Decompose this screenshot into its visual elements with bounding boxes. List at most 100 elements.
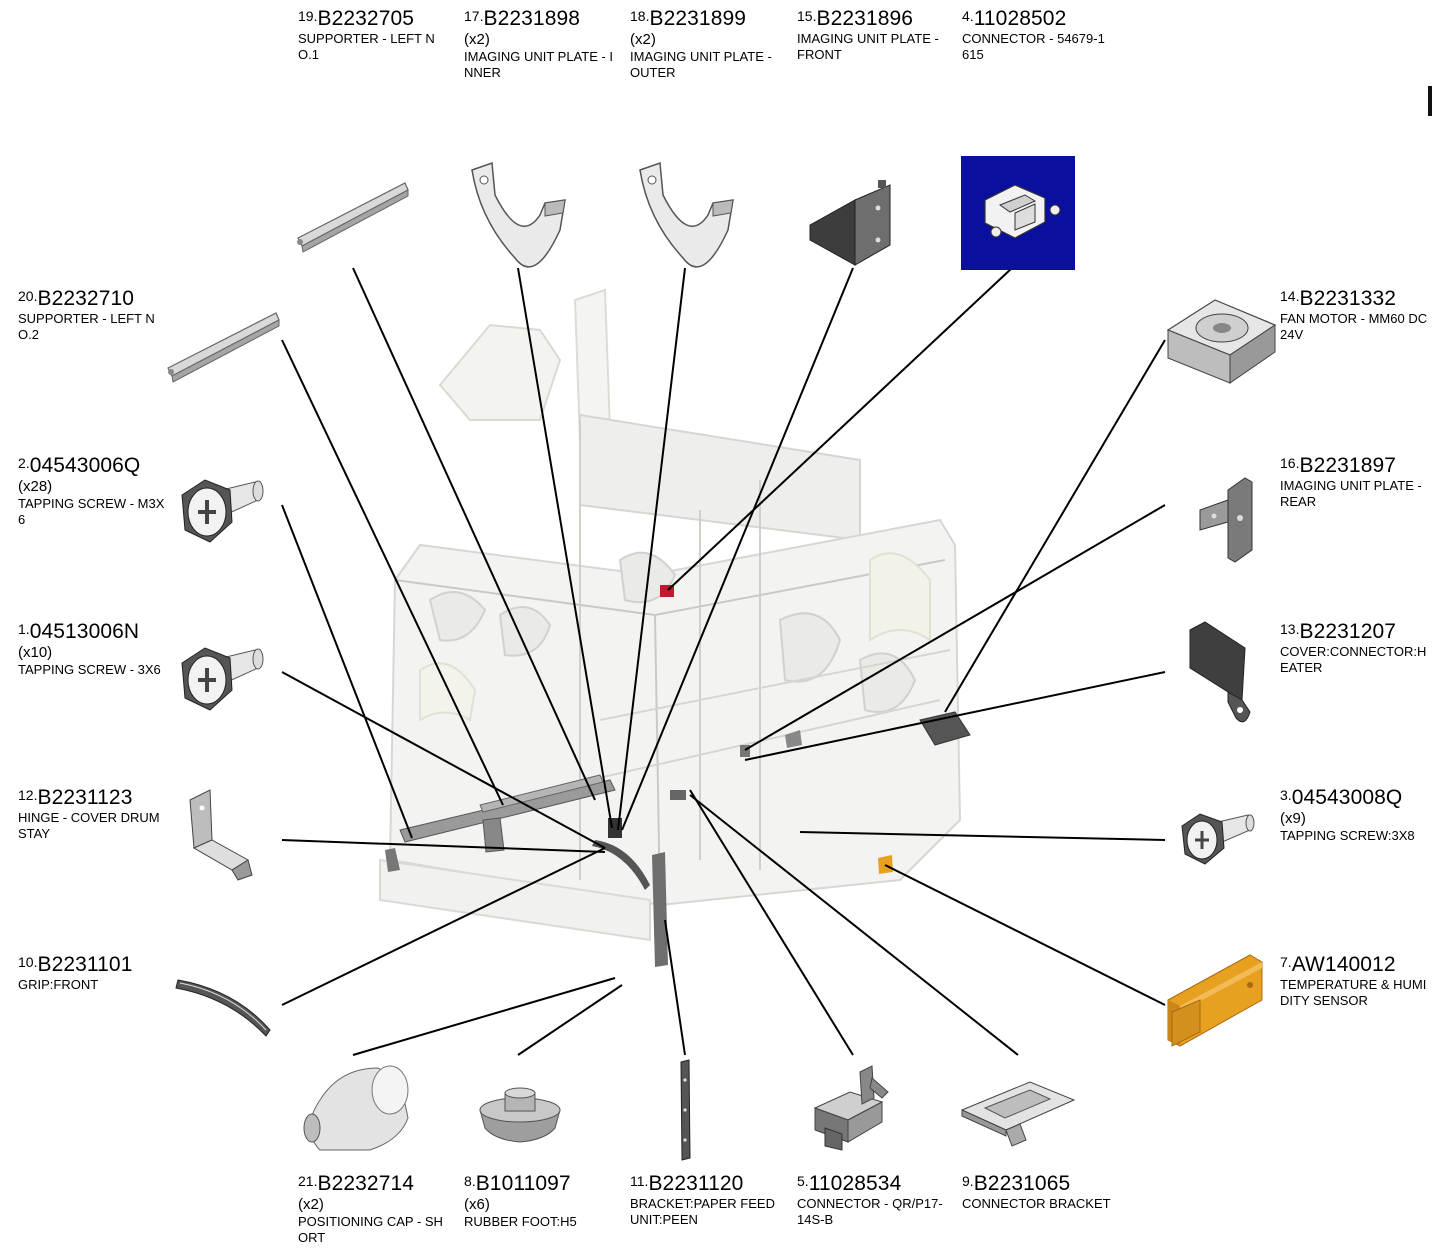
part-description: SUPPORTER - LEFT NO.1 [298, 31, 435, 62]
part-index: 3. [1280, 787, 1292, 803]
part-label-8: 8.B1011097 (x6) RUBBER FOOT:H5 [464, 1173, 614, 1230]
connector-thumbnail-icon [961, 156, 1075, 270]
part-number: B2231065 [973, 1172, 1071, 1195]
part-quantity: (x28) [18, 478, 53, 495]
grip-icon [175, 979, 271, 1037]
part-number: B2231123 [37, 786, 133, 809]
rubber-foot-icon [479, 1087, 561, 1143]
sensor-icon [1167, 954, 1263, 1047]
part-index: 4. [962, 8, 974, 24]
part-label-2: 2.04543006Q (x28) TAPPING SCREW - M3X6 [18, 455, 166, 528]
part-description: IMAGING UNIT PLATE - FRONT [797, 31, 939, 62]
u-plate-icon [639, 161, 734, 268]
assembly-highlighted-parts [385, 585, 971, 967]
part-index: 11. [630, 1173, 649, 1189]
part-label-18: 18.B2231899 (x2) IMAGING UNIT PLATE - OU… [630, 8, 780, 81]
part-index: 12. [18, 787, 38, 803]
supporter-bar-icon [297, 182, 409, 253]
part-index: 2. [18, 455, 30, 471]
part-quantity: (x6) [464, 1196, 490, 1213]
part-index: 18. [630, 8, 650, 24]
part-number: 11028534 [808, 1172, 902, 1195]
part-label-11: 11.B2231120 BRACKET:PAPER FEED UNIT:PEEN [630, 1173, 780, 1228]
part-index: 7. [1280, 954, 1292, 970]
part-label-9: 9.B2231065 CONNECTOR BRACKET [962, 1173, 1112, 1212]
part-number: AW140012 [1291, 953, 1396, 976]
part-index: 8. [464, 1173, 476, 1189]
part-index: 5. [797, 1173, 809, 1189]
part-description: HINGE - COVER DRUM STAY [18, 810, 160, 841]
part-index: 19. [298, 8, 318, 24]
part-description: TAPPING SCREW - 3X6 [18, 662, 161, 677]
part-number: 11028502 [973, 7, 1067, 30]
part-index: 17. [464, 8, 484, 24]
part-description: POSITIONING CAP - SHORT [298, 1214, 443, 1245]
part-description: GRIP:FRONT [18, 977, 99, 992]
part-description: CONNECTOR - 54679-1615 [962, 31, 1105, 62]
part-label-15: 15.B2231896 IMAGING UNIT PLATE - FRONT [797, 8, 947, 63]
part-number: B2231896 [816, 7, 914, 30]
bracket-strip-icon [680, 1059, 691, 1161]
part-number: B2231101 [37, 953, 133, 976]
part-label-20: 20.B2232710 SUPPORTER - LEFT NO.2 [18, 288, 166, 343]
part-number: B2231897 [1299, 454, 1397, 477]
part-number: B2231899 [649, 7, 747, 30]
part-label-16: 16.B2231897 IMAGING UNIT PLATE - REAR [1280, 455, 1428, 510]
part-index: 1. [18, 621, 30, 637]
part-description: IMAGING UNIT PLATE - OUTER [630, 49, 772, 80]
angle-bracket-icon [809, 180, 891, 266]
cover-plate-icon [1189, 621, 1251, 723]
hex-screw-icon [181, 479, 264, 543]
part-label-17: 17.B2231898 (x2) IMAGING UNIT PLATE - IN… [464, 8, 614, 81]
part-label-5: 5.11028534 CONNECTOR - QR/P17-14S-B [797, 1173, 947, 1228]
part-description: COVER:CONNECTOR:HEATER [1280, 644, 1427, 675]
part-number: 04543008Q [1291, 786, 1403, 809]
part-index: 9. [962, 1173, 974, 1189]
part-quantity: (x2) [630, 31, 656, 48]
part-number: 04543006Q [29, 454, 141, 477]
part-description: CONNECTOR BRACKET [962, 1196, 1111, 1211]
part-number: B2231898 [483, 7, 581, 30]
part-label-7: 7.AW140012 TEMPERATURE & HUMIDITY SENSOR [1280, 954, 1428, 1009]
part-quantity: (x2) [464, 31, 490, 48]
l-bracket-icon [1199, 477, 1253, 563]
part-number: B2232714 [317, 1172, 415, 1195]
part-label-13: 13.B2231207 COVER:CONNECTOR:HEATER [1280, 621, 1428, 676]
part-label-21: 21.B2232714 (x2) POSITIONING CAP - SHORT [298, 1173, 448, 1246]
part-index: 14. [1280, 288, 1300, 304]
part-quantity: (x2) [298, 1196, 324, 1213]
part-index: 10. [18, 954, 38, 970]
u-plate-icon [471, 161, 566, 268]
part-number: B2232710 [37, 287, 135, 310]
part-number: B1011097 [475, 1172, 571, 1195]
positioning-cap-icon [303, 1065, 409, 1151]
part-index: 21. [298, 1173, 318, 1189]
part-number: B2231120 [648, 1172, 744, 1195]
part-index: 13. [1280, 621, 1300, 637]
part-label-4: 4.11028502 CONNECTOR - 54679-1615 [962, 8, 1112, 63]
part-label-12: 12.B2231123 HINGE - COVER DRUM STAY [18, 787, 166, 842]
part-number: B2231332 [1299, 287, 1397, 310]
part-number: B2231207 [1299, 620, 1397, 643]
connector-bracket-icon [960, 1081, 1076, 1147]
part-label-19: 19.B2232705 SUPPORTER - LEFT NO.1 [298, 8, 448, 63]
part-description: TEMPERATURE & HUMIDITY SENSOR [1280, 977, 1427, 1008]
connector-icon [813, 1065, 889, 1151]
part-index: 15. [797, 8, 817, 24]
part-description: IMAGING UNIT PLATE - INNER [464, 49, 614, 80]
part-label-14: 14.B2231332 FAN MOTOR - MM60 DC24V [1280, 288, 1428, 343]
part-quantity: (x10) [18, 644, 53, 661]
part-number: 04513006N [29, 620, 140, 643]
part-label-10: 10.B2231101 GRIP:FRONT [18, 954, 166, 993]
part-index: 20. [18, 288, 38, 304]
part-description: SUPPORTER - LEFT NO.2 [18, 311, 155, 342]
part-description: FAN MOTOR - MM60 DC24V [1280, 311, 1428, 342]
part-number: B2232705 [317, 7, 415, 30]
part-description: RUBBER FOOT:H5 [464, 1214, 577, 1229]
supporter-bar-icon [167, 312, 280, 383]
part-description: BRACKET:PAPER FEED UNIT:PEEN [630, 1196, 775, 1227]
part-description: CONNECTOR - QR/P17-14S-B [797, 1196, 943, 1227]
hex-screw-icon [1181, 813, 1255, 865]
hinge-icon [189, 789, 253, 881]
